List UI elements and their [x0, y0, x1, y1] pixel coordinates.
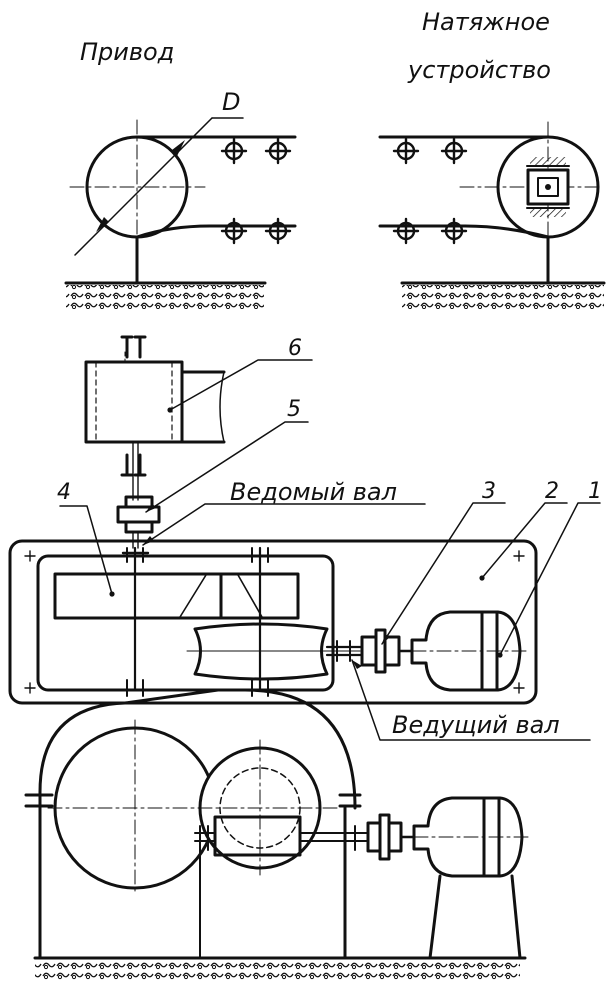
- worm-wheel-4: [53, 572, 300, 620]
- idler-rollers-right: [392, 137, 468, 245]
- bolt-marks: [24, 550, 525, 694]
- callout-3: 3: [482, 479, 496, 504]
- coupling-5: [116, 495, 161, 534]
- side-view: [24, 688, 531, 982]
- worm: [193, 622, 329, 681]
- reducer-cover: [38, 688, 357, 810]
- belt-bottom-right: [378, 224, 550, 239]
- electric-motor-1: [410, 610, 531, 692]
- label-drive: Привод: [80, 38, 174, 66]
- ground-left: [66, 285, 264, 309]
- label-tensioner-line1: Натяжное: [422, 8, 550, 36]
- idler-rollers-left: [220, 137, 292, 245]
- ground-bottom: [35, 960, 520, 982]
- leader-lines: [59, 359, 601, 741]
- callout-1: 1: [588, 479, 602, 504]
- plan-view: [8, 335, 538, 705]
- callout-6: 6: [288, 336, 302, 361]
- callout-2: 2: [545, 479, 559, 504]
- reducer-inner: [36, 554, 335, 692]
- belt-bottom-left: [135, 224, 297, 239]
- label-driven-shaft: Ведомый вал: [230, 478, 397, 506]
- leader-dots: [109, 407, 503, 669]
- diameter-line: [74, 117, 213, 256]
- callout-4: 4: [57, 480, 71, 505]
- top-scheme: [64, 117, 606, 309]
- label-diameter: D: [222, 88, 240, 116]
- label-drive-shaft: Ведущий вал: [392, 711, 560, 739]
- drum-6: [84, 335, 226, 477]
- reducer-housing: [8, 539, 538, 705]
- label-tensioner-line2: устройство: [407, 56, 551, 84]
- ground-right: [402, 285, 604, 309]
- callout-5: 5: [287, 397, 301, 422]
- coupling-3: [360, 628, 401, 674]
